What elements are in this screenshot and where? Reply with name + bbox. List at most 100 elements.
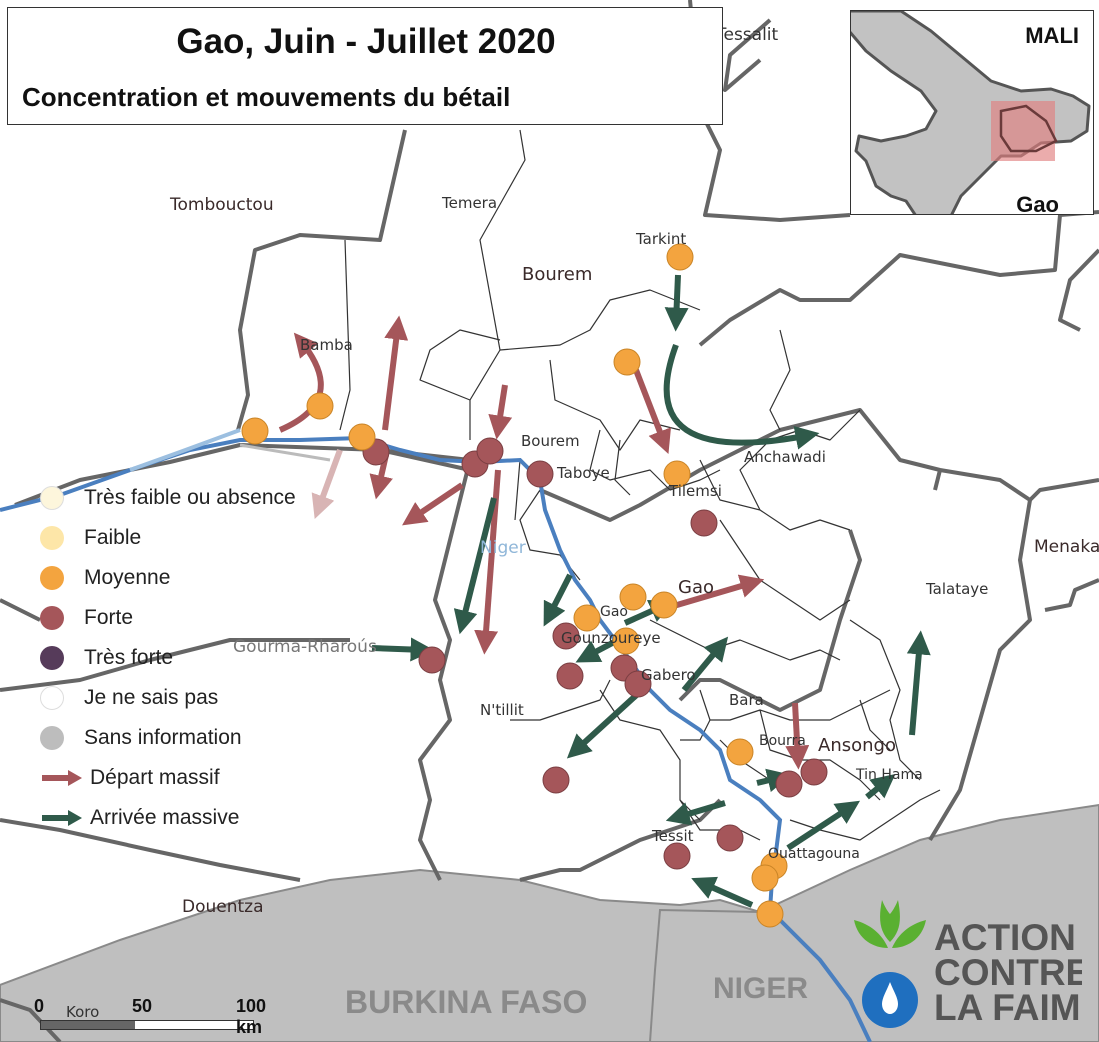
scale-segment-light: [135, 1021, 253, 1029]
legend-label: Moyenne: [84, 566, 171, 589]
dot-moyenne: [726, 738, 754, 766]
label-tilemsi: Tilemsi: [668, 482, 722, 500]
departure-arrows: [278, 315, 810, 770]
label-tombouctou: Tombouctou: [169, 195, 274, 215]
label-bourem-region: Bourem: [522, 264, 592, 285]
legend-item: Moyenne: [40, 558, 296, 598]
scale-bar-graphic: [40, 1020, 254, 1030]
dot-forte: [556, 662, 584, 690]
label-ntillit: N'tillit: [480, 701, 524, 719]
dot-forte: [476, 437, 504, 465]
logo-line-3: LA FAIM: [934, 987, 1081, 1028]
gao-outline: [999, 104, 1058, 153]
burkina-faso-area: [0, 868, 761, 1042]
dot-forte: [800, 758, 828, 786]
logo-line-2: CONTRE: [934, 952, 1082, 993]
legend-swatch: [40, 686, 64, 710]
dot-moyenne: [348, 423, 376, 451]
legend-item: Faible: [40, 518, 296, 558]
dot-moyenne: [241, 417, 269, 445]
dot-moyenne: [619, 583, 647, 611]
label-ansongo: Ansongo: [818, 735, 896, 756]
legend-item: Très faible ou absence: [40, 478, 296, 518]
label-koro: Koro: [66, 1003, 99, 1021]
label-bamba: Bamba: [300, 336, 353, 354]
dot-moyenne: [751, 864, 779, 892]
depart-arrow: [402, 482, 464, 526]
legend-label: Très faible ou absence: [84, 486, 296, 509]
depart-arrow-icon: [42, 770, 82, 786]
scale-zero: 0: [34, 996, 45, 1016]
label-gabero: Gabero: [641, 666, 696, 684]
label-douentza: Douentza: [182, 897, 264, 917]
legend-item: Sans information: [40, 718, 296, 758]
dot-moyenne: [650, 591, 678, 619]
legend-label: Sans information: [84, 726, 242, 749]
dot-forte: [690, 509, 718, 537]
dot-moyenne: [613, 348, 641, 376]
dot-moyenne: [756, 900, 784, 928]
legend-swatch: [40, 726, 64, 750]
arrive-arrow: [906, 630, 931, 736]
inset-country-label: MALI: [1025, 23, 1079, 48]
scale-bar: 0 50 100 km: [34, 996, 266, 1037]
arrive-arrow: [575, 637, 620, 663]
label-tarkint: Tarkint: [635, 230, 686, 248]
dot-forte: [663, 842, 691, 870]
legend-label: Arrivée massive: [90, 806, 240, 829]
dot-moyenne: [612, 627, 640, 655]
arrive-arrow: [371, 637, 435, 662]
legend-label: Forte: [84, 606, 134, 629]
inset-map-canvas: [851, 11, 1091, 214]
dot-forte: [552, 622, 580, 650]
legend-item: Arrivée massive: [40, 798, 296, 838]
dot-moyenne: [573, 604, 601, 632]
title-box: Gao, Juin - Juillet 2020 Concentration e…: [7, 7, 723, 125]
logo-line-1: ACTION: [934, 917, 1076, 958]
scale-end: 100 km: [236, 996, 267, 1037]
label-menaka: Menaka: [1034, 537, 1099, 557]
arrive-arrow: [543, 573, 573, 627]
depart-arrow: [785, 702, 810, 770]
dot-forte: [624, 670, 652, 698]
arrive-arrow: [664, 274, 689, 332]
legend-item: Je ne sais pas: [40, 678, 296, 718]
depart-arrow: [382, 315, 409, 431]
legend-item: Forte: [40, 598, 296, 638]
arrive-arrow: [691, 876, 754, 908]
dot-forte: [775, 770, 803, 798]
dots-moyenne: [241, 243, 788, 928]
dot-moyenne: [306, 392, 334, 420]
label-burkina: BURKINA FASO: [345, 984, 587, 1020]
leaf-icon: [854, 900, 926, 948]
label-gounzoureye: Gounzoureye: [561, 629, 661, 647]
label-tessalit: Tessalit: [715, 25, 779, 45]
dots-forte: [362, 437, 828, 870]
arrive-arrow: [865, 773, 896, 800]
legend-swatch: [40, 606, 64, 630]
dot-forte: [716, 824, 744, 852]
label-gao-town: Gao: [600, 604, 628, 620]
label-tessit: Tessit: [651, 827, 694, 845]
arrive-arrow: [453, 497, 497, 635]
label-bourra: Bourra: [759, 733, 806, 749]
depart-arrow: [488, 384, 513, 440]
label-bara: Bara: [729, 691, 764, 709]
mali-outline: [851, 11, 1091, 214]
niger-river-faded: [129, 428, 241, 472]
place-labels: Tessalit Tombouctou Temera Tarkint Boure…: [66, 25, 1099, 1021]
legend-swatch: [40, 566, 64, 590]
arrive-arrow: [681, 636, 729, 692]
scale-mid: 50: [132, 996, 153, 1016]
dot-moyenne: [666, 243, 694, 271]
label-niger-country: NIGER: [713, 972, 808, 1005]
dot-forte: [526, 460, 554, 488]
arrive-arrow: [665, 800, 726, 826]
arrive-arrow: [566, 687, 645, 759]
legend-swatch: [40, 486, 64, 510]
legend-swatch: [40, 646, 64, 670]
depart-arrow-faded: [311, 448, 343, 520]
scale-labels: 0 50 100 km: [34, 996, 266, 1037]
